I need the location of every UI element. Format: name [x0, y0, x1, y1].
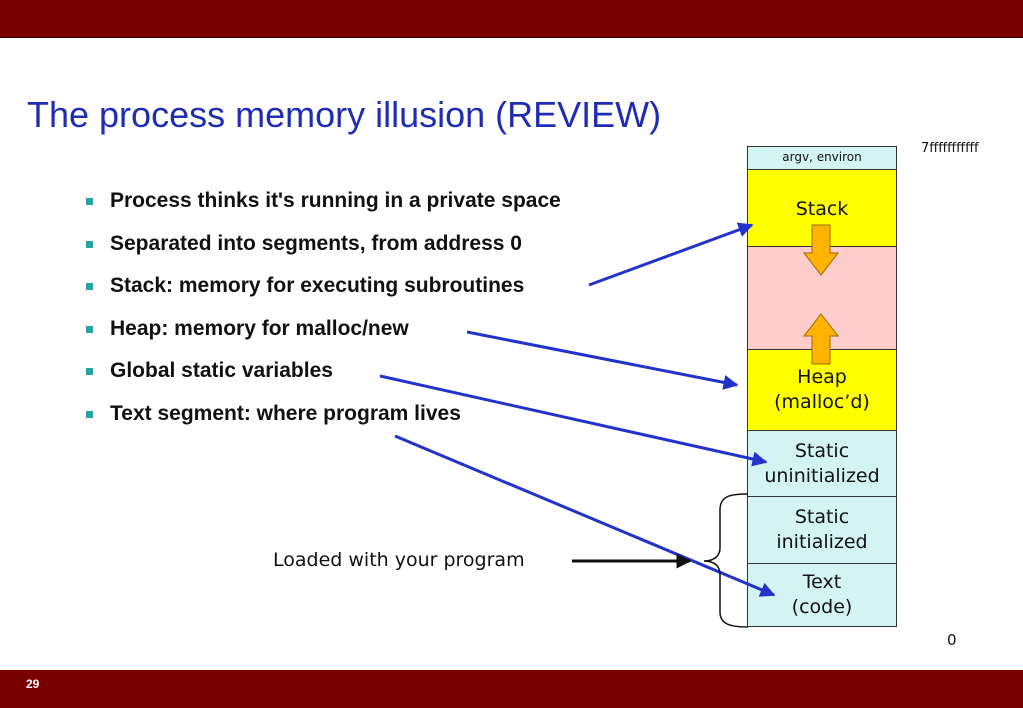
- loaded-program-brace: [703, 493, 749, 628]
- argv-environ-segment: argv, environ: [747, 146, 897, 170]
- stack-segment: Stack: [747, 169, 897, 247]
- square-bullet-icon: [86, 240, 93, 248]
- free-space-segment: [747, 246, 897, 350]
- bullet-item: Heap: memory for malloc/new: [86, 317, 561, 360]
- square-bullet-icon: [86, 410, 93, 418]
- text-pointer-arrow: [394, 434, 776, 597]
- bullet-text: Text segment: where program lives: [110, 401, 461, 425]
- square-bullet-icon: [86, 198, 93, 205]
- slide-title: The process memory illusion (REVIEW): [27, 94, 662, 135]
- bullet-item: Separated into segments, from address 0: [86, 232, 561, 275]
- bottom-banner: [0, 670, 1023, 708]
- heap-segment: Heap (malloc’d): [747, 349, 897, 431]
- static-initialized-segment: Static initialized: [747, 496, 897, 564]
- text-segment-label: Text: [802, 571, 842, 594]
- top-banner: [0, 0, 1023, 38]
- square-bullet-icon: [86, 368, 93, 375]
- stack-label: Stack: [795, 198, 849, 220]
- static-uninitialized-segment: Static uninitialized: [747, 430, 897, 497]
- slide-number: 29: [26, 677, 40, 691]
- high-address-label: 7fffffffffff: [921, 141, 979, 156]
- argv-environ-label: argv, environ: [782, 150, 862, 165]
- stack-pointer-arrow: [588, 222, 754, 287]
- low-address-label: 0: [947, 631, 957, 649]
- bullet-text: Global static variables: [110, 359, 333, 382]
- loaded-with-program-label: Loaded with your program: [273, 549, 525, 571]
- static-initialized-label: Static: [794, 506, 850, 529]
- heap-sublabel: (malloc’d): [774, 391, 870, 413]
- text-segment: Text (code): [747, 563, 897, 627]
- static-initialized-sublabel: initialized: [776, 531, 868, 553]
- bullet-text: Separated into segments, from address 0: [110, 231, 522, 255]
- bullet-text: Heap: memory for malloc/new: [110, 316, 409, 340]
- bullet-text: Process thinks it's running in a private…: [110, 189, 561, 212]
- square-bullet-icon: [86, 283, 93, 290]
- bullet-text: Stack: memory for executing subroutines: [110, 274, 525, 297]
- bullet-list: Process thinks it's running in a private…: [86, 189, 561, 444]
- bullet-item: Global static variables: [86, 359, 561, 402]
- static-uninitialized-label: Static: [794, 439, 850, 462]
- bullet-item: Stack: memory for executing subroutines: [86, 274, 561, 317]
- square-bullet-icon: [86, 325, 93, 333]
- heap-label: Heap: [797, 366, 847, 389]
- text-segment-sublabel: (code): [791, 596, 853, 618]
- static-uninitialized-sublabel: uninitialized: [764, 464, 880, 487]
- bullet-item: Text segment: where program lives: [86, 402, 561, 445]
- bullet-item: Process thinks it's running in a private…: [86, 189, 561, 232]
